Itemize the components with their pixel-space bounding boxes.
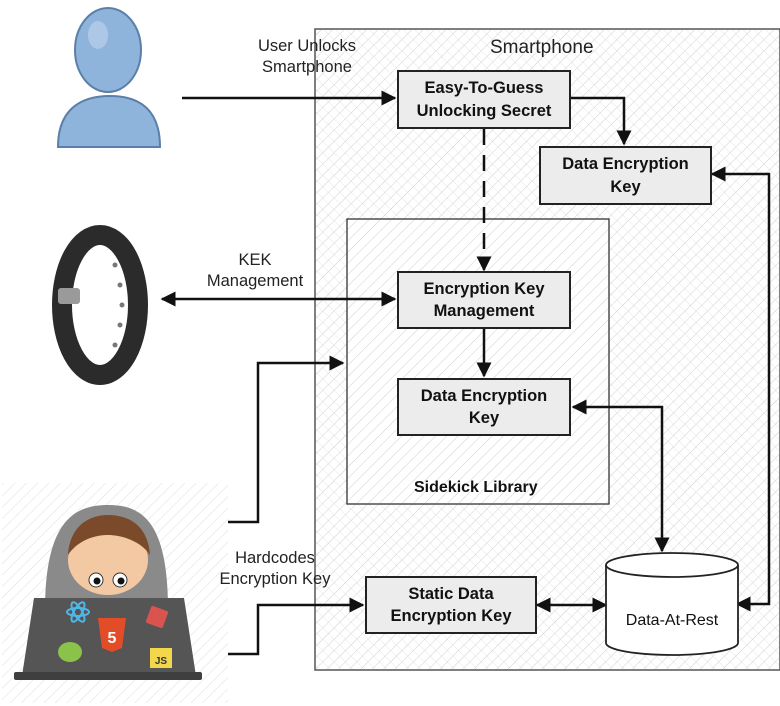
js-badge-icon: JS (155, 656, 168, 667)
unlocking-secret-box: Easy-To-Guess Unlocking Secret (397, 70, 571, 129)
hardcodes-key-label: Hardcodes Encryption Key (219, 549, 331, 589)
encryption-key-management-box: Encryption Key Management (397, 271, 571, 329)
data-at-rest-label: Data-At-Rest (625, 612, 719, 629)
arrow-dev-to-static (228, 597, 365, 656)
arrow-top-dek-to-storage (710, 166, 771, 612)
fitness-band-icon (52, 225, 148, 385)
data-at-rest-storage (605, 552, 739, 656)
smartphone-title: Smartphone (490, 37, 594, 58)
static-data-encryption-key-box: Static Data Encryption Key (365, 576, 537, 634)
arrow-dek-to-storage (571, 399, 670, 553)
user-icon (56, 7, 162, 148)
data-encryption-key-top-box: Data Encryption Key (539, 146, 712, 205)
data-encryption-key-inner-box: Data Encryption Key (397, 378, 571, 436)
developer-laptop-icon: 5 JS (14, 505, 202, 680)
kek-management-label: KEK Management (206, 251, 304, 291)
sidekick-library-title: Sidekick Library (414, 479, 538, 496)
html5-badge-icon: 5 (108, 630, 117, 647)
arrow-unlock-to-dek (571, 96, 632, 146)
user-unlocks-label: User Unlocks Smartphone (257, 37, 357, 77)
arrow-dev-to-sidekick (228, 355, 345, 524)
